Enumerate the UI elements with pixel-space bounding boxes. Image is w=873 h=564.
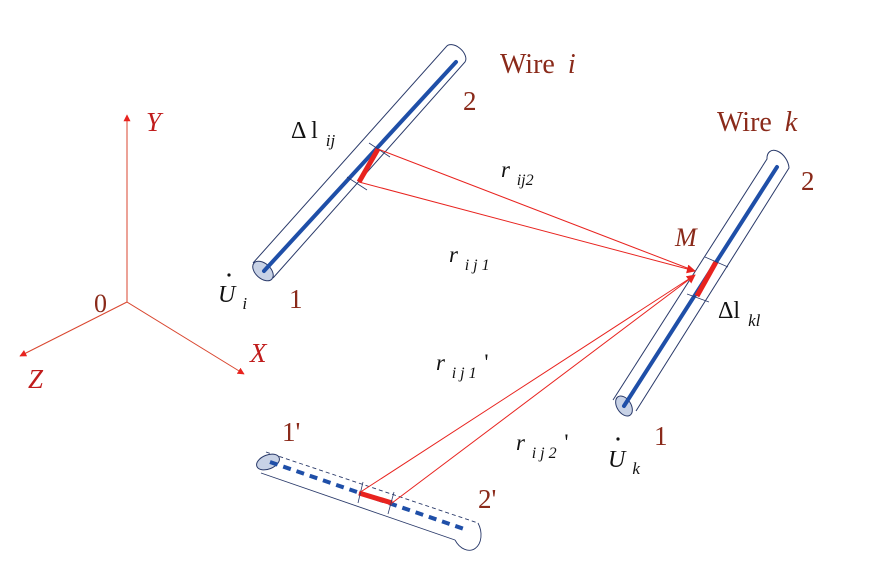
r-ij2-prime-line [391,274,696,504]
wire-k-tick-bottom [686,293,710,303]
image-wire-segment [358,490,393,506]
r-ij1-prime-mark: ' [484,350,488,375]
r-ij1-prime-label: r i j 1 ' [436,350,489,383]
wire-k-title-index: k [785,107,798,138]
r-ij1-label: r i j 1 [449,242,490,274]
x-axis-line [126,301,245,375]
wire-k-tube [612,149,790,412]
image-wire-far-cap [454,522,482,551]
image-wire-end-cap [256,453,280,471]
wire-i-segment-label: Δ l ij [291,118,336,150]
image-wire-edge-top [265,451,479,524]
wire-k-segment-symbol: Δl [718,298,740,324]
wire-k-title: Wire k [717,107,798,138]
wire-k-end2-label: 2 [801,166,815,196]
r-ij2-prime-sub: i j 2 [532,445,557,462]
wire-k-end1-label: 1 [654,421,668,451]
z-axis-label: Z [28,364,44,394]
wire-k-voltage-label: U k [608,447,640,478]
r-ij2-prime-label: r i j 2 ' [516,430,569,463]
r-ij1-symbol: r [449,242,459,267]
image-wire: 1' 2' [256,417,496,551]
wire-i-tick-bottom [346,176,368,191]
wire-k-voltage-symbol: U [608,447,627,473]
wire-i-title-word: Wire [500,49,555,80]
wire-k-title-word: Wire [717,107,772,138]
wire-i-title-index: i [568,49,576,80]
wire-i-segment [356,147,381,184]
wire-i-voltage-label: U i [218,282,247,313]
wire-k: Wire k 2 1 M Δl kl U k [608,107,815,478]
r-ij2-sub: ij2 [517,172,534,189]
wire-i-segment-sub: ij [326,131,336,150]
image-wire-edge-bottom [260,472,456,541]
x-axis-label: X [249,338,268,368]
r-ij2-symbol: r [501,157,511,182]
wire-i-title: Wire i [500,49,576,80]
wire-k-voltage-sub: k [632,459,640,478]
coordinate-axes: Y X Z 0 [19,107,268,394]
wire-k-segment-sub: kl [748,311,761,330]
wire-k-tick-top [704,256,729,268]
wire-i: Wire i 2 1 Δ l ij U i [218,44,576,314]
image-wire-end2-label: 2' [478,484,496,514]
wire-i-end2-label: 2 [463,86,477,116]
wire-i-tube [252,44,467,279]
point-m-label: M [674,223,698,252]
r-ij1-prime-symbol: r [436,350,446,375]
r-ij2-label: r ij2 [501,157,534,189]
r-ij2-prime-symbol: r [516,430,526,455]
r-ij2-prime-mark: ' [564,430,568,455]
wire-i-voltage-dot [227,273,231,277]
r-ij2-line [377,148,696,272]
wire-i-end1-label: 1 [289,284,303,314]
wire-i-core [262,60,458,273]
image-wire-end1-label: 1' [282,417,300,447]
distance-vectors: r ij2 r i j 1 r i j 1 ' r i j 2 ' [358,148,696,504]
wire-i-segment-symbol: Δ l [291,118,318,144]
r-ij1-sub: i j 1 [465,257,490,274]
r-ij1-line [358,181,696,274]
y-axis-label: Y [146,107,164,137]
r-ij1-prime-sub: i j 1 [452,365,477,382]
wire-k-voltage-dot [616,437,620,441]
r-ij1-prime-line [358,274,696,494]
wire-k-segment [694,260,719,298]
wire-i-voltage-symbol: U [218,282,237,308]
origin-label: 0 [94,289,107,318]
wire-k-segment-label: Δl kl [718,298,761,330]
wire-i-voltage-sub: i [242,294,247,313]
image-wire-tick-right [387,491,395,515]
z-axis-line [19,301,128,357]
